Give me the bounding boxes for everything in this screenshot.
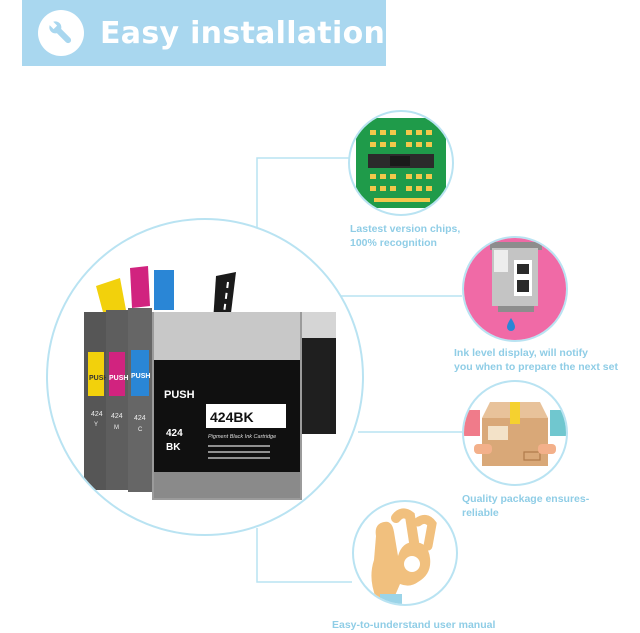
feature-package-caption: Quality package ensures- reliable — [462, 492, 589, 520]
feature-ink-level-caption-line2: you when to prepare the next set — [454, 361, 618, 373]
cartridge-yellow-push: PUSH — [89, 375, 108, 382]
feature-chips-caption-line1: Lastest version chips, — [350, 223, 461, 235]
cartridge-magenta: PUSH 424 M — [106, 310, 128, 490]
feature-package-caption-line2: reliable — [462, 507, 499, 519]
cartridge-cyan: PUSH 424 C — [128, 308, 152, 492]
cartridge-magenta-letter: M — [114, 425, 119, 431]
page-title: Easy installation — [100, 15, 386, 51]
cartridge-black: PUSH 424BK Pigment Black Ink Cartridge 4… — [152, 312, 302, 500]
cartridge-cyan-code: 424 — [134, 415, 146, 422]
cartridge-magenta-code: 424 — [111, 413, 123, 420]
package-icon — [464, 402, 566, 466]
cartridge-black-model: 424BK — [210, 409, 254, 425]
feature-ink-level-caption: Ink level display, will notify you when … — [454, 346, 618, 374]
ink-level-icon — [464, 238, 566, 340]
feature-ink-level-circle — [462, 236, 568, 342]
cartridge-magenta-push: PUSH — [109, 375, 128, 382]
ok-hand-icon — [371, 508, 437, 604]
feature-package-caption-line1: Quality package ensures- — [462, 493, 590, 505]
feature-manual-caption: Easy-to-understand user manual — [332, 618, 495, 632]
feature-manual-circle — [352, 500, 458, 606]
feature-chips-caption-line2: 100% recognition — [350, 237, 437, 249]
product-circle: PUSH 424 Y PUSH 424 M PUSH 424 C PUSH — [46, 218, 364, 536]
cartridge-black-code: 424 — [166, 428, 183, 439]
wrench-icon — [38, 10, 84, 56]
cyan-tab — [154, 270, 174, 310]
magenta-tab — [130, 266, 150, 308]
feature-chips-caption: Lastest version chips, 100% recognition — [350, 222, 460, 250]
yellow-tab — [96, 278, 126, 316]
feature-manual-caption-line1: Easy-to-understand user manual — [332, 619, 496, 631]
feature-package-circle — [462, 380, 568, 486]
cartridge-black-subtitle: Pigment Black Ink Cartridge — [208, 434, 276, 440]
cartridge-cyan-letter: C — [138, 427, 143, 433]
cartridges-illustration: PUSH 424 Y PUSH 424 M PUSH 424 C PUSH — [84, 266, 336, 500]
cartridge-yellow-letter: Y — [94, 422, 98, 428]
chip-icon — [356, 118, 446, 208]
feature-chips-circle — [348, 110, 454, 216]
cartridge-black-letters: BK — [166, 442, 181, 453]
cartridge-yellow: PUSH 424 Y — [84, 312, 108, 490]
cartridge-black-push: PUSH — [164, 389, 195, 401]
feature-ink-level-caption-line1: Ink level display, will notify — [454, 347, 589, 359]
cartridge-yellow-code: 424 — [91, 411, 103, 418]
header-banner: Easy installation — [22, 0, 386, 66]
cartridge-cyan-push: PUSH — [131, 373, 150, 380]
